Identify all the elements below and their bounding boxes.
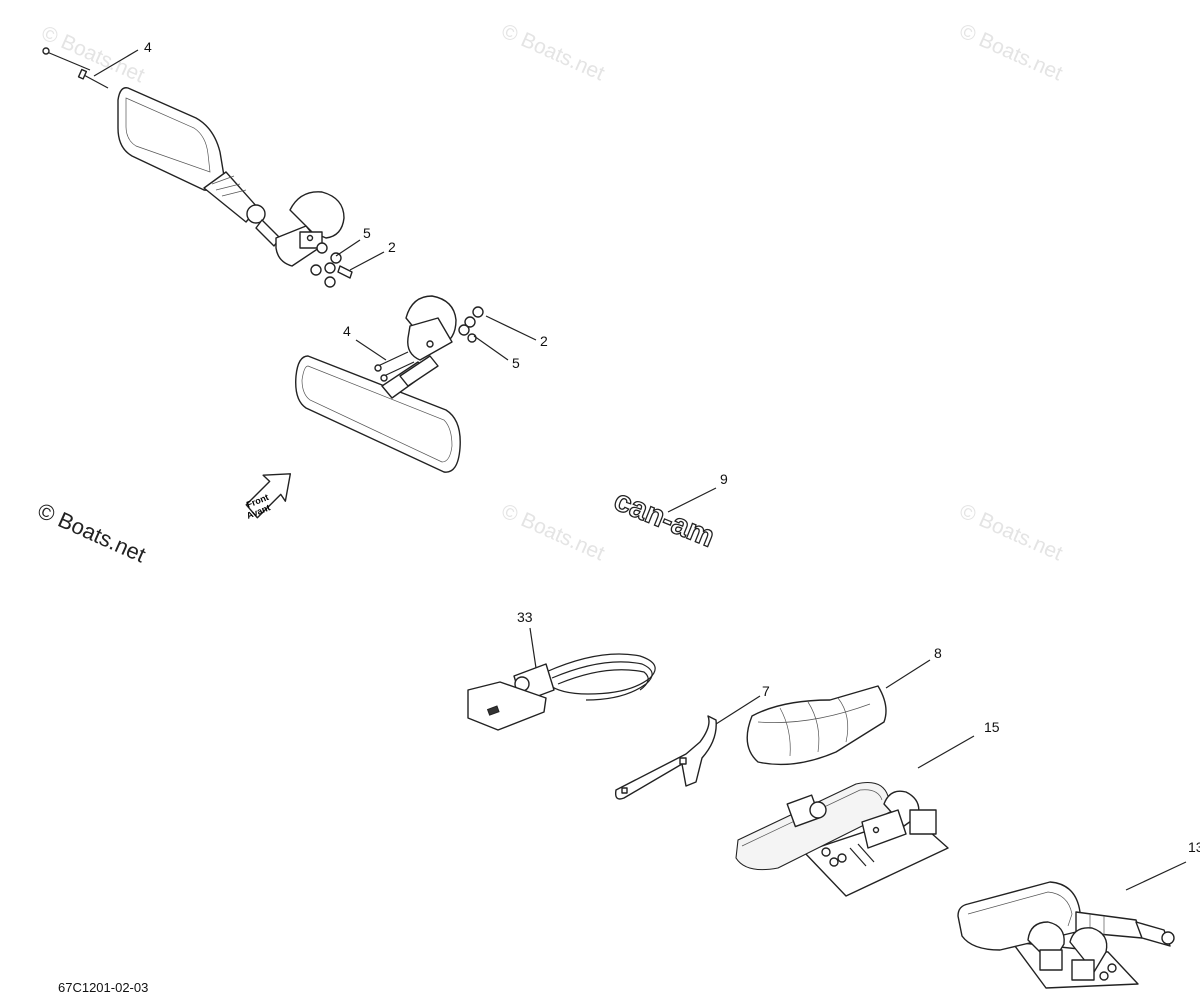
leader-2-mid <box>485 315 537 341</box>
callout-8: 8 <box>934 645 942 661</box>
side-mirror-kit <box>957 881 1175 989</box>
leader-4-top <box>93 49 139 77</box>
leader-5-mid <box>473 335 509 361</box>
callout-5-mid: 5 <box>512 355 520 371</box>
leader-15 <box>917 735 975 769</box>
watermark-5: © Boats.net <box>956 500 1066 566</box>
wrench <box>614 715 717 800</box>
leader-4-mid <box>355 339 387 361</box>
callout-33: 33 <box>517 609 533 625</box>
watermarks: © Boats.net © Boats.net © Boats.net © Bo… <box>38 20 1066 566</box>
leader-33 <box>529 627 537 669</box>
callout-2-mid: 2 <box>540 333 548 349</box>
callout-13: 13 <box>1188 839 1200 855</box>
callout-4-mid: 4 <box>343 323 351 339</box>
callout-15: 15 <box>984 719 1000 735</box>
callout-4-top: 4 <box>144 39 152 55</box>
leader-5-top <box>335 239 361 257</box>
front-arrow: Front Avant <box>245 473 292 521</box>
leader-9 <box>667 487 717 513</box>
watermark-2: © Boats.net <box>498 20 608 86</box>
side-mirror-top <box>42 47 353 288</box>
harness <box>467 653 656 731</box>
rearview-kit <box>735 781 949 897</box>
leader-13 <box>1125 861 1187 891</box>
callout-9: 9 <box>720 471 728 487</box>
callout-5-top: 5 <box>363 225 371 241</box>
watermark-main: © Boats.net <box>34 498 149 568</box>
diagram-code: 67C1201-02-03 <box>58 980 148 995</box>
leader-7 <box>715 695 761 725</box>
watermark-3: © Boats.net <box>956 20 1066 86</box>
callout-2-top: 2 <box>388 239 396 255</box>
mirror-cover <box>746 685 887 766</box>
leader-8 <box>885 659 931 689</box>
rearview-mirror <box>295 295 484 473</box>
leader-2-top <box>349 251 385 271</box>
watermark-4: © Boats.net <box>498 500 608 566</box>
callout-7: 7 <box>762 683 770 699</box>
